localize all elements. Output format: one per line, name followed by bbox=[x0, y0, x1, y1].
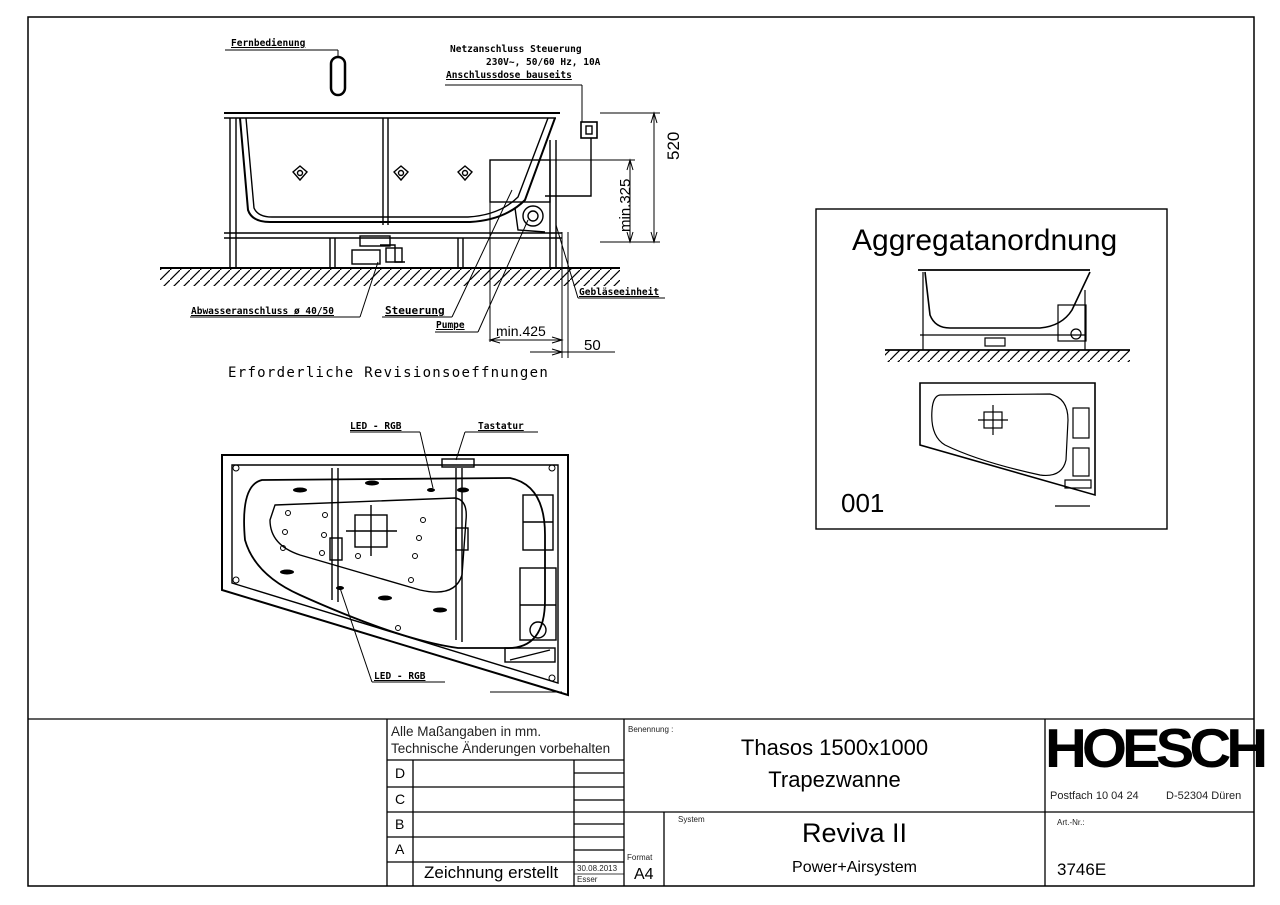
dimension-520: 520 bbox=[664, 131, 683, 160]
side-view bbox=[190, 49, 665, 358]
product-name: Thasos 1500x1000 bbox=[740, 735, 929, 760]
drawing-date: 30.08.2013 bbox=[577, 864, 618, 873]
inset-code: 001 bbox=[841, 488, 885, 518]
label-led-rgb-top: LED - RGB bbox=[350, 421, 402, 432]
revision-c: C bbox=[395, 791, 406, 807]
dimension-50: 50 bbox=[584, 337, 601, 354]
label-netzanschluss-line3: Anschlussdose bauseits bbox=[446, 70, 572, 81]
drawing-created-label: Zeichnung erstellt bbox=[424, 863, 559, 882]
label-pumpe: Pumpe bbox=[436, 320, 465, 331]
label-steuerung: Steuerung bbox=[385, 304, 445, 317]
address-city: D-52304 Düren bbox=[1166, 790, 1242, 802]
corner-bolts bbox=[232, 464, 556, 682]
title-block-lines bbox=[28, 718, 1254, 886]
revision-d: D bbox=[395, 765, 406, 781]
revision-a: A bbox=[395, 841, 405, 857]
air-holes bbox=[280, 510, 426, 631]
drawing-author: Esser bbox=[577, 875, 598, 884]
format-label: Format bbox=[627, 853, 653, 862]
floor-hatch bbox=[160, 268, 620, 286]
top-view bbox=[221, 431, 569, 697]
nozzles bbox=[280, 480, 469, 613]
inset-title: Aggregatanordnung bbox=[852, 224, 1118, 257]
product-type: Trapezwanne bbox=[768, 767, 901, 792]
label-led-rgb-bottom: LED - RGB bbox=[374, 671, 426, 682]
dimension-min-325: min.325 bbox=[617, 178, 634, 232]
drawing-frame bbox=[27, 16, 1255, 887]
label-geblaeseeinheit: Gebläseeinheit bbox=[579, 287, 660, 298]
dimension-min-425: min.425 bbox=[496, 323, 546, 339]
article-number: 3746E bbox=[1057, 860, 1107, 879]
label-abwasseranschluss: Abwasseranschluss ø 40/50 bbox=[191, 306, 334, 317]
label-netzanschluss-line2: 230V~, 50/60 Hz, 10A bbox=[486, 57, 601, 68]
brand-logo: HOESCH bbox=[1045, 717, 1268, 780]
note-changes-reserved: Technische Änderungen vorbehalten bbox=[391, 741, 611, 756]
system-subtitle: Power+Airsystem bbox=[792, 859, 917, 876]
benennung-label: Benennung : bbox=[628, 725, 674, 734]
system-name: Reviva II bbox=[801, 818, 908, 848]
label-tastatur: Tastatur bbox=[478, 421, 524, 432]
format-value: A4 bbox=[634, 866, 654, 883]
address-postfach: Postfach 10 04 24 bbox=[1050, 790, 1139, 802]
inset-floor-hatch bbox=[885, 350, 1130, 362]
label-fernbedienung: Fernbedienung bbox=[231, 38, 306, 49]
system-label: System bbox=[678, 815, 705, 824]
revision-b: B bbox=[395, 816, 405, 832]
label-netzanschluss-line1: Netzanschluss Steuerung bbox=[450, 44, 582, 55]
note-dimensions-mm: Alle Maßangaben in mm. bbox=[391, 724, 542, 739]
article-number-label: Art.-Nr.: bbox=[1057, 818, 1085, 827]
label-revisionsoeffnungen: Erforderliche Revisionsoeffnungen bbox=[228, 365, 550, 381]
